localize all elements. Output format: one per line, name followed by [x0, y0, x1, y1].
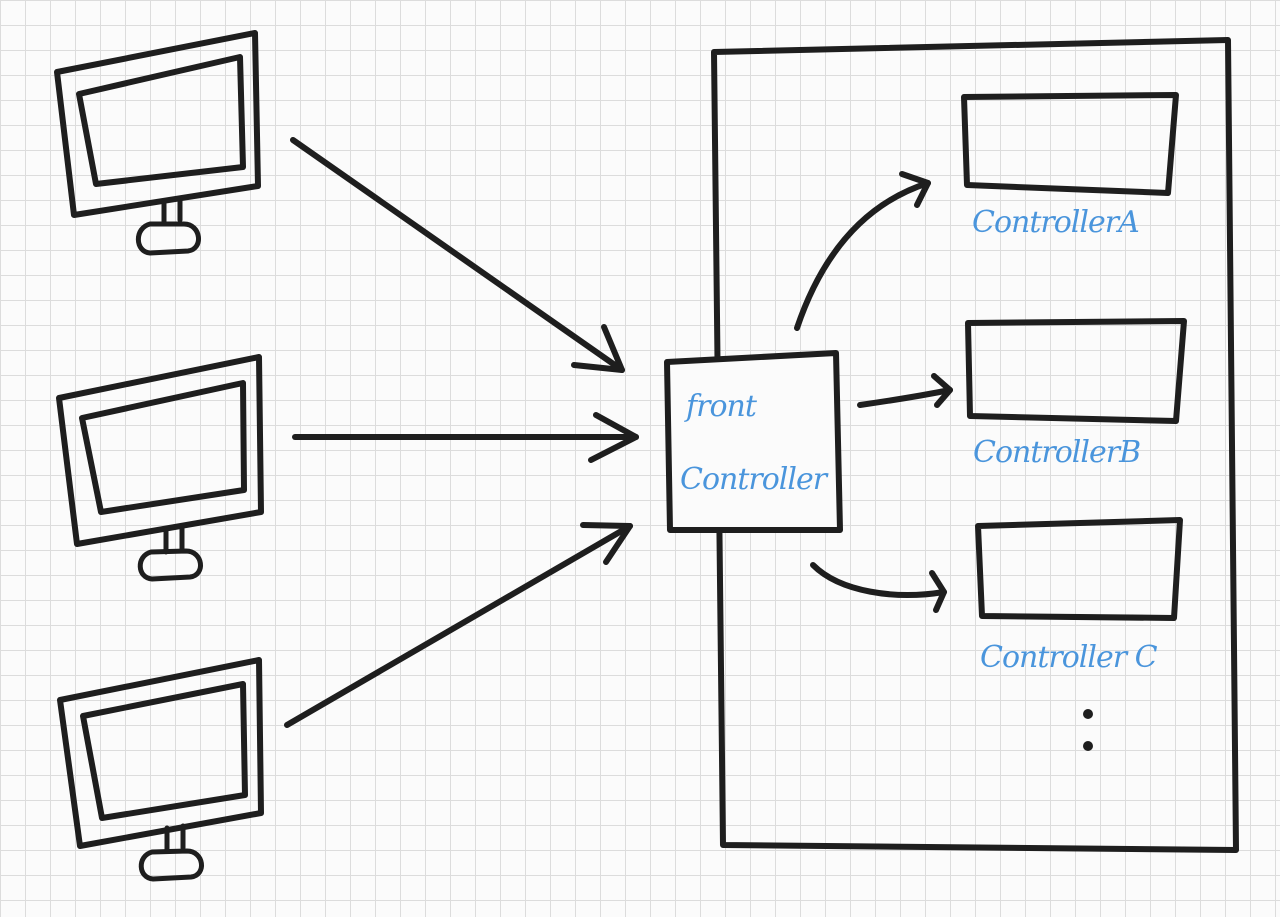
controller-a-label: ControllerA	[972, 205, 1140, 240]
front-controller-label-line2: Controller	[680, 462, 827, 497]
dispatch-arrow-a	[794, 171, 931, 331]
controller-c-label: Controller C	[980, 640, 1158, 675]
dispatch-arrow-c	[810, 562, 947, 613]
server-container	[711, 37, 1239, 853]
request-arrow	[292, 412, 639, 463]
request-arrow	[290, 137, 625, 373]
request-arrow	[284, 522, 633, 728]
front-controller-box	[664, 350, 843, 533]
dispatch-arrow-b	[857, 373, 953, 408]
controller-b-label: ControllerB	[973, 435, 1141, 470]
controller-c-box	[975, 517, 1183, 621]
ellipsis-dot	[1083, 741, 1093, 751]
controller-a-box	[961, 92, 1179, 196]
ellipsis-dot	[1083, 709, 1093, 719]
controller-b-box	[965, 318, 1187, 424]
monitor-icon	[57, 657, 264, 882]
monitor-icon	[56, 354, 264, 582]
monitor-icon	[54, 30, 261, 256]
front-controller-label-line1: front	[686, 389, 757, 424]
